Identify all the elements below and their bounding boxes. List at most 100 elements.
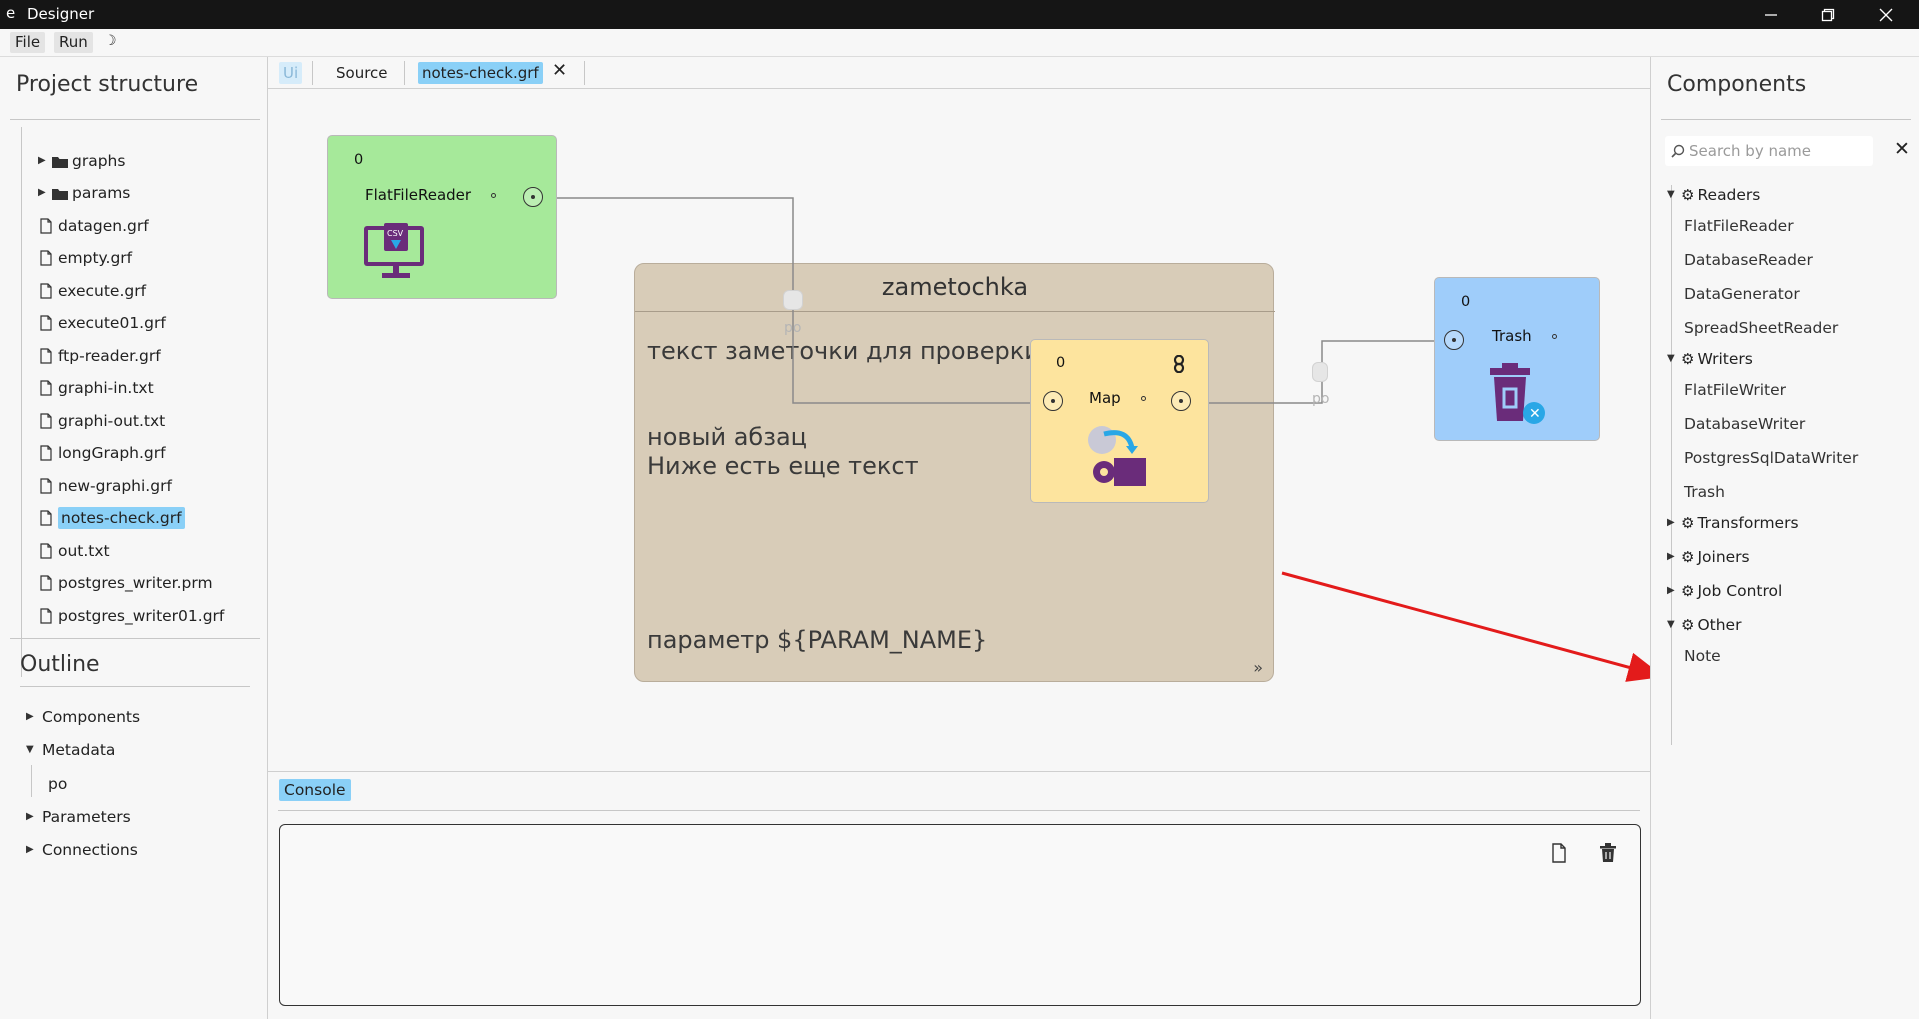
component-item[interactable]: DataGenerator	[1684, 285, 1800, 303]
tab-notes-check[interactable]: notes-check.grf	[418, 62, 543, 84]
tree-file[interactable]: notes-check.grf	[38, 507, 185, 529]
output-port[interactable]	[1171, 391, 1191, 411]
note-zametochka[interactable]: zametochka текст заметочки для проверки …	[634, 263, 1275, 682]
edge-label-po: po	[784, 320, 802, 336]
category-readers[interactable]: ▼⚙Readers	[1667, 184, 1760, 206]
tree-folder[interactable]: ▶params	[38, 182, 130, 204]
console-output[interactable]	[279, 824, 1641, 1006]
component-count: 0	[354, 152, 364, 168]
minimize-button[interactable]	[1743, 0, 1799, 29]
tree-file[interactable]: execute01.grf	[38, 312, 166, 334]
collapse-arrow-icon: ▼	[1667, 619, 1675, 630]
component-flatfilereader[interactable]: 0 FlatFileReader CSV	[327, 135, 557, 299]
file-icon	[38, 478, 54, 494]
tree-file[interactable]: longGraph.grf	[38, 442, 166, 464]
status-dot	[1141, 396, 1146, 401]
collapse-arrow-icon: ▼	[1667, 189, 1675, 200]
file-icon	[38, 348, 54, 364]
file-icon	[38, 445, 54, 461]
divider	[1661, 119, 1911, 120]
collapse-arrow-icon: ▼	[1667, 353, 1675, 364]
component-item[interactable]: DatabaseReader	[1684, 251, 1813, 269]
tab-separator	[312, 61, 313, 85]
edge-label-po: po	[1312, 391, 1330, 407]
tree-folder[interactable]: ▶graphs	[38, 150, 125, 172]
close-window-icon	[1879, 8, 1893, 21]
category-writers[interactable]: ▼⚙Writers	[1667, 348, 1753, 370]
map-gears-icon	[1088, 426, 1146, 486]
tree-file[interactable]: postgres_writer01.grf	[38, 605, 224, 627]
tab-ui[interactable]: Ui	[279, 62, 303, 84]
input-port[interactable]	[1043, 391, 1063, 411]
moon-icon[interactable]: ☽	[104, 33, 117, 49]
tree-file[interactable]: out.txt	[38, 540, 110, 562]
graph-canvas[interactable]: zametochka текст заметочки для проверки …	[268, 89, 1650, 771]
category-job-control[interactable]: ▶⚙Job Control	[1667, 580, 1782, 602]
tree-guide	[1671, 185, 1672, 745]
component-item[interactable]: DatabaseWriter	[1684, 415, 1806, 433]
component-map[interactable]: 0 Map	[1030, 339, 1209, 503]
tree-file[interactable]: ftp-reader.grf	[38, 345, 161, 367]
outline-metadata[interactable]: ▼Metadata	[26, 741, 116, 759]
file-icon	[38, 608, 54, 624]
close-icon[interactable]: ✕	[552, 60, 568, 81]
component-item[interactable]: PostgresSqlDataWriter	[1684, 449, 1859, 467]
tree-file[interactable]: datagen.grf	[38, 215, 149, 237]
divider	[10, 638, 260, 639]
outline-metadata-po[interactable]: po	[48, 775, 68, 793]
editor-tabbar: Ui Source notes-check.grf ✕	[268, 57, 1650, 89]
category-other[interactable]: ▼⚙Other	[1667, 614, 1741, 636]
expand-arrow-icon: ▶	[1667, 585, 1675, 596]
component-item[interactable]: FlatFileWriter	[1684, 381, 1787, 399]
title-bar: e Designer	[0, 0, 1919, 29]
status-dot	[1552, 334, 1557, 339]
category-transformers[interactable]: ▶⚙Transformers	[1667, 512, 1799, 534]
tree-file[interactable]: graphi-in.txt	[38, 377, 154, 399]
tree-file[interactable]: new-graphi.grf	[38, 475, 172, 497]
file-icon	[38, 543, 54, 559]
tab-source[interactable]: Source	[336, 64, 388, 82]
edge-pin[interactable]	[783, 290, 803, 310]
note-expand-button[interactable]: »	[1253, 658, 1263, 677]
input-port[interactable]	[1444, 330, 1464, 350]
tree-item-label: empty.grf	[58, 249, 133, 267]
tree-file[interactable]: execute.grf	[38, 280, 146, 302]
tree-file[interactable]: postgres_writer.prm	[38, 572, 213, 594]
trash-icon[interactable]	[1599, 843, 1617, 863]
outline-parameters[interactable]: ▶Parameters	[26, 808, 131, 826]
expand-arrow-icon: ▶	[26, 811, 34, 822]
component-item[interactable]: FlatFileReader	[1684, 217, 1794, 235]
tree-item-label: execute01.grf	[58, 314, 166, 332]
svg-text:CSV: CSV	[387, 229, 404, 238]
clear-search-button[interactable]: ✕	[1894, 138, 1910, 160]
component-trash[interactable]: 0 Trash ✕	[1434, 277, 1600, 441]
gear-icon: ⚙	[1681, 548, 1695, 566]
menu-file[interactable]: File	[10, 32, 46, 53]
tree-file[interactable]: graphi-out.txt	[38, 410, 165, 432]
tree-item-label: out.txt	[58, 542, 110, 560]
new-file-icon[interactable]	[1551, 843, 1567, 863]
outline-connections[interactable]: ▶Connections	[26, 841, 138, 859]
component-item[interactable]: SpreadSheetReader	[1684, 319, 1839, 337]
category-joiners[interactable]: ▶⚙Joiners	[1667, 546, 1750, 568]
component-item[interactable]: Trash	[1684, 483, 1725, 501]
component-item[interactable]: Note	[1684, 647, 1721, 665]
file-icon	[38, 575, 54, 591]
output-port[interactable]	[523, 187, 543, 207]
tree-item-label: datagen.grf	[58, 217, 149, 235]
svg-text:✕: ✕	[1529, 406, 1541, 422]
component-name: Trash	[1492, 327, 1532, 345]
search-input[interactable]	[1689, 142, 1859, 160]
tab-separator	[404, 61, 405, 85]
restore-button[interactable]	[1800, 0, 1856, 29]
menu-run[interactable]: Run	[54, 32, 93, 53]
tab-separator	[584, 61, 585, 85]
close-window-button[interactable]	[1858, 0, 1914, 29]
tab-console[interactable]: Console	[279, 779, 351, 801]
edge-pin[interactable]	[1312, 362, 1328, 382]
outline-components[interactable]: ▶Components	[26, 708, 141, 726]
tree-file[interactable]: empty.grf	[38, 247, 132, 269]
expand-arrow-icon: ▶	[26, 844, 34, 855]
divider	[278, 810, 1640, 811]
category-label: Writers	[1697, 350, 1753, 368]
